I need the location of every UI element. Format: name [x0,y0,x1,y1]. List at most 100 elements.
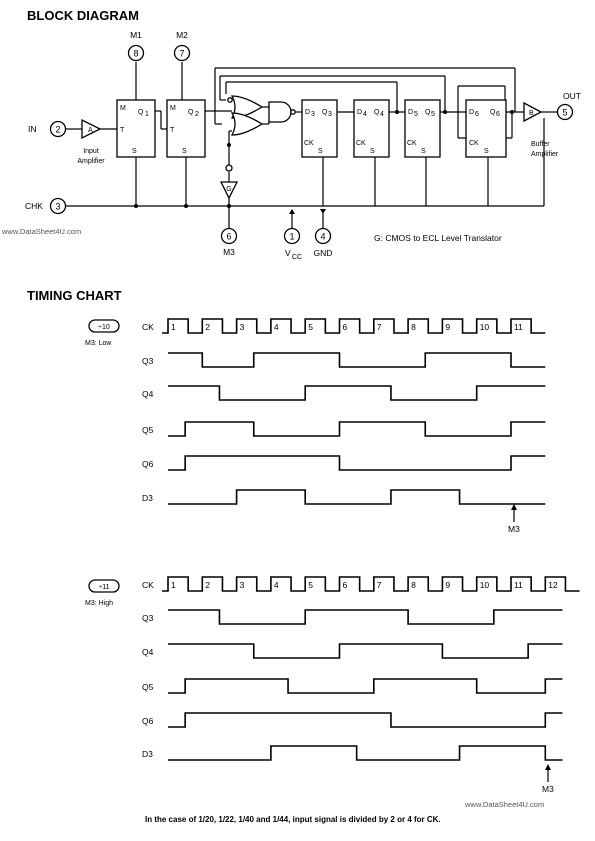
clock-number: 2 [205,580,210,590]
pin-in: IN 2 [28,120,67,138]
svg-text:Q: Q [425,109,431,116]
svg-text:1: 1 [289,232,294,242]
svg-text:3: 3 [55,202,60,212]
svg-text:5: 5 [562,108,567,118]
footnote: In the case of 1/20, 1/22, 1/40 and 1/44… [145,815,441,824]
flip-flop-2: M Q 2 T S [166,99,206,158]
svg-text:6: 6 [226,232,231,242]
svg-text:S: S [370,148,375,155]
svg-text:V: V [285,248,291,258]
svg-text:M: M [170,105,176,112]
svg-text:IN: IN [28,124,37,134]
svg-text:S: S [421,148,426,155]
signal-label-q5: Q5 [142,425,154,435]
clock-number: 6 [343,580,348,590]
signal-label-q5: Q5 [142,682,154,692]
signal-waveform-d3 [168,489,546,505]
svg-text:6: 6 [496,111,500,118]
timing-chart-1-header: ÷10 M3: Low [85,319,120,347]
svg-text:CC: CC [292,254,302,261]
junction-dots [134,110,514,208]
signal-waveform-q6 [168,712,563,728]
svg-text:G: G [226,186,231,193]
pin-m1: M1 8 [127,30,145,62]
svg-text:4: 4 [380,111,384,118]
clock-waveform [162,318,546,334]
signal-label-q3: Q3 [142,356,154,366]
clock-number: 4 [274,580,279,590]
svg-text:Amplifier: Amplifier [77,158,105,165]
pin-m2: M2 7 [173,30,191,62]
svg-text:S: S [132,148,137,155]
clock-number: 10 [480,322,490,332]
svg-text:6: 6 [475,111,479,118]
nand-gate [268,101,296,123]
clock-number: 1 [171,322,176,332]
svg-text:D: D [408,109,413,116]
svg-text:Q: Q [374,109,380,116]
svg-text:CK: CK [304,140,314,147]
clock-number: 3 [240,580,245,590]
translator-note: G: CMOS to ECL Level Translator [374,233,502,243]
svg-text:4: 4 [320,232,325,242]
signal-label-d3: D3 [142,749,153,759]
clock-number: 11 [514,322,523,332]
svg-text:5: 5 [431,111,435,118]
signal-waveform-q5 [168,678,563,694]
clock-number: 4 [274,322,279,332]
block-diagram-wiring [66,62,557,228]
svg-text:Input: Input [83,148,99,155]
or-gate-lower [230,112,264,136]
svg-text:CK: CK [356,140,366,147]
chart1-mode: M3: Low [85,340,112,347]
svg-text:T: T [170,127,175,134]
pin-vcc: 1 V CC [283,227,302,261]
clock-label: CK [142,580,154,590]
svg-text:Q: Q [138,109,144,116]
signal-label-q6: Q6 [142,459,154,469]
clock-number: 8 [411,580,416,590]
flip-flop-1: M Q 1 T S [116,99,156,158]
signal-label-q4: Q4 [142,389,154,399]
svg-text:CK: CK [469,140,479,147]
signal-waveform-q4 [168,643,563,659]
svg-text:S: S [182,148,187,155]
clock-number: 5 [308,322,313,332]
clock-number: 9 [445,322,450,332]
clock-number: 2 [205,322,210,332]
clock-number: 9 [445,580,450,590]
watermark-bottom: www.DataSheet4U.com [464,800,544,809]
svg-text:S: S [484,148,489,155]
input-amplifier: A Input Amplifier [77,118,105,165]
clock-number: 11 [514,580,523,590]
svg-text:CK: CK [407,140,417,147]
d-flip-flop-5: D 5 Q 5 CK S [404,99,441,158]
buffer-amplifier: B Buffer Amplifier [523,101,559,158]
svg-text:S: S [318,148,323,155]
block-diagram-title: BLOCK DIAGRAM [27,8,139,23]
clock-number: 12 [548,580,558,590]
svg-text:M2: M2 [176,30,188,40]
svg-text:T: T [120,127,125,134]
svg-text:4: 4 [363,111,367,118]
signal-label-q4: Q4 [142,647,154,657]
watermark-left: www.DataSheet4U.com [1,227,81,236]
svg-text:M1: M1 [130,30,142,40]
svg-text:5: 5 [414,111,418,118]
clock-number: 3 [240,322,245,332]
chart2-mode: M3: High [85,600,113,607]
signal-label-d3: D3 [142,493,153,503]
svg-text:M: M [120,105,126,112]
d-flip-flop-4: D 4 Q 4 CK S [353,99,390,158]
svg-text:Q: Q [188,109,194,116]
clock-number: 8 [411,322,416,332]
clock-number: 7 [377,580,382,590]
clock-label: CK [142,322,154,332]
svg-text:GND: GND [314,248,333,258]
svg-text:Q: Q [490,109,496,116]
signal-waveform-q3 [168,352,546,368]
m3-marker-head [511,504,517,510]
svg-text:D: D [305,109,310,116]
svg-text:M3: M3 [223,247,235,257]
svg-text:A: A [88,127,93,134]
